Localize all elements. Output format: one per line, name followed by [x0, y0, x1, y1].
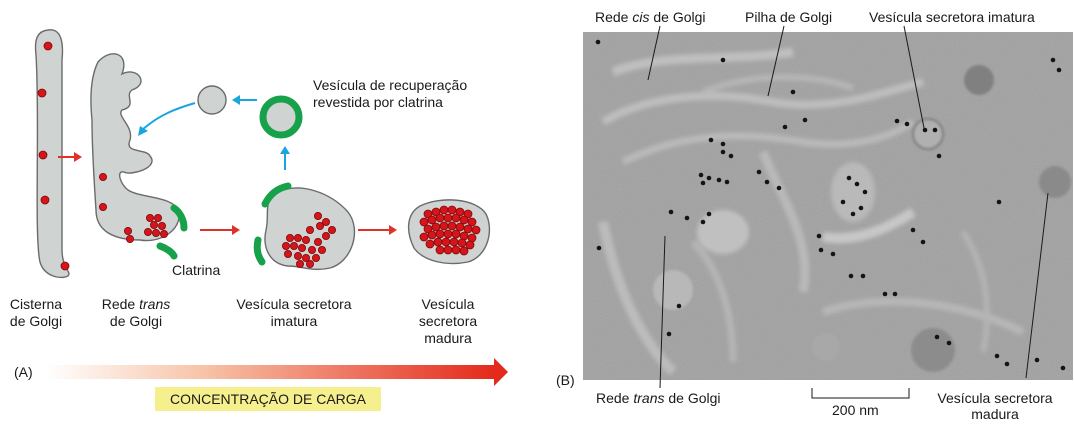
label-mature-line1: Vesícula secretora [937, 390, 1053, 406]
trans-golgi-clathrin-top [170, 204, 188, 232]
panel-a: (A) Vesícula de recuperação revestida po… [0, 29, 508, 411]
trans-golgi-clathrin-bottom [156, 242, 178, 260]
stage-trans-golgi-pre: Rede [101, 296, 140, 312]
gold-particles [595, 39, 1066, 371]
label-cis-post: de Golgi [649, 9, 706, 25]
stage-golgi-cisterna-line1: Cisterna [9, 296, 63, 312]
red-arrows [58, 152, 397, 235]
immature-vesicle-clathrin-top [261, 182, 292, 208]
blue-arrows [138, 95, 290, 170]
label-cis-golgi: Rede cis de Golgi [595, 9, 706, 25]
stage-trans-golgi-italic: trans [139, 296, 171, 312]
label-golgi-stack: Pilha de Golgi [745, 9, 833, 25]
panel-b-letter: (B) [556, 372, 575, 388]
trans-golgi-cargo [99, 172, 168, 243]
label-cis-italic: cis [632, 9, 650, 25]
label-immature-vesicle: Vesícula secretora imatura [869, 9, 1035, 25]
stage-trans-golgi-line2: de Golgi [109, 313, 163, 329]
label-clathrin: Clatrina [172, 262, 221, 278]
label-trans-pre: Rede [596, 390, 634, 406]
label-trans-post: de Golgi [664, 390, 721, 406]
stage-golgi-cisterna-line2: de Golgi [9, 313, 63, 329]
stage-immature-vesicle: Vesícula secretora imatura [224, 296, 364, 330]
golgi-cisterna-cargo [37, 41, 70, 271]
immature-vesicle-cargo [281, 211, 336, 268]
stage-trans-golgi: Rede trans de Golgi [96, 296, 176, 330]
label-clathrin-coated-retrieval-line1: Vesícula de recuperação [313, 77, 468, 93]
label-trans-italic: trans [633, 390, 665, 406]
clathrin-coated-vesicle [259, 95, 303, 139]
label-trans-golgi: Rede trans de Golgi [596, 390, 721, 406]
stage-mature-vesicle: Vesícula secretora madura [408, 296, 488, 347]
panel-a-letter: (A) [14, 364, 33, 380]
stage-golgi-cisterna: Cisterna de Golgi [0, 296, 72, 330]
cargo-gradient-bar [46, 365, 494, 379]
label-cis-pre: Rede [595, 9, 633, 25]
label-mature-line2: madura [971, 406, 1019, 422]
uncoated-vesicle [197, 85, 227, 115]
stage-mature-line3: madura [424, 330, 472, 346]
mature-vesicle-cargo [419, 205, 481, 256]
trans-golgi-network-shape [90, 53, 180, 242]
scale-bar-label: 200 nm [832, 402, 879, 418]
electron-micrograph [583, 32, 1073, 380]
immature-vesicle-clathrin-bottom [253, 236, 266, 266]
label-mature-vesicle: Vesícula secretora madura [925, 390, 1065, 422]
panel-a-drawing [34, 29, 508, 386]
stage-immature-line1: Vesícula secretora [236, 296, 352, 312]
stage-immature-line2: imatura [270, 313, 318, 329]
stage-trans-golgi-line1: Rede trans [96, 296, 176, 313]
label-clathrin-coated-retrieval: Vesícula de recuperação revestida por cl… [313, 77, 467, 111]
label-clathrin-coated-retrieval-line2: revestida por clatrina [313, 94, 443, 110]
cargo-gradient-arrowhead [494, 358, 508, 386]
stage-mature-line2: secretora [418, 313, 478, 329]
cargo-concentration-caption: CONCENTRAÇÃO DE CARGA [155, 387, 381, 411]
stage-mature-line1: Vesícula [421, 296, 475, 312]
